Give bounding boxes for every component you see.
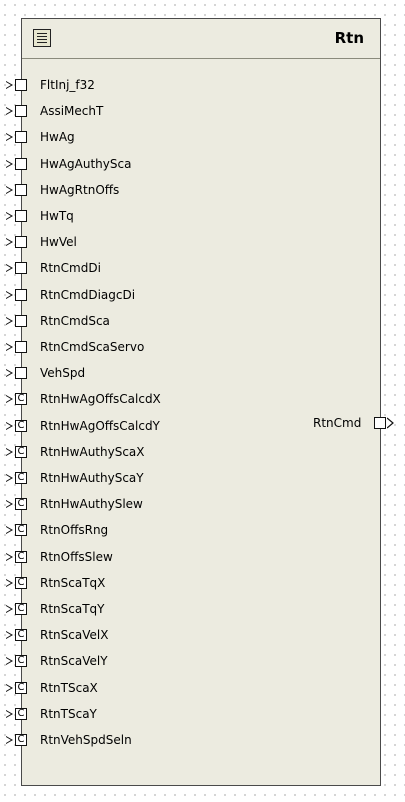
- port-box[interactable]: C: [15, 445, 27, 458]
- port-arrow-icon: [6, 369, 13, 378]
- port-arrow-icon: [6, 290, 13, 299]
- port-label: RtnScaVelX: [40, 628, 109, 643]
- port-box[interactable]: [15, 367, 27, 380]
- port-label: RtnHwAuthyScaX: [40, 444, 145, 459]
- port-arrow-icon: [6, 264, 13, 273]
- port-box[interactable]: C: [15, 629, 27, 642]
- port-label: VehSpd: [40, 366, 86, 381]
- calibration-marker: C: [17, 550, 25, 562]
- port-arrow-icon: [6, 238, 13, 247]
- output-port-box[interactable]: [374, 417, 386, 429]
- port-box[interactable]: C: [15, 419, 27, 432]
- port-arrow-icon: [6, 107, 13, 116]
- port-arrow-icon: [6, 552, 13, 561]
- port-label: RtnTScaX: [40, 680, 98, 695]
- port-arrow-icon: [6, 185, 13, 194]
- port-label: RtnScaTqX: [40, 575, 106, 590]
- port-arrow-icon: [6, 736, 13, 744]
- calibration-marker: C: [17, 655, 25, 667]
- port-arrow-icon: [6, 657, 13, 666]
- port-label: HwAgRtnOffs: [40, 182, 120, 197]
- port-label: HwAgAuthySca: [40, 156, 132, 171]
- port-box[interactable]: C: [15, 472, 27, 484]
- port-arrow-icon: [6, 316, 13, 325]
- port-box[interactable]: [15, 105, 27, 118]
- port-arrow-icon: [6, 421, 13, 430]
- port-arrow-icon: [6, 605, 13, 613]
- calibration-marker: C: [17, 393, 25, 405]
- port-label: RtnTScaY: [40, 706, 97, 721]
- port-arrow-icon: [6, 133, 13, 142]
- port-box[interactable]: C: [15, 550, 27, 563]
- subsystem-block[interactable]: Rtn: [21, 18, 381, 786]
- port-label: HwTq: [40, 209, 74, 223]
- port-arrow-icon: [6, 631, 13, 640]
- port-label: RtnHwAuthyScaY: [40, 471, 144, 485]
- port-box[interactable]: [15, 183, 27, 196]
- port-box[interactable]: [15, 210, 27, 222]
- list-icon: [33, 29, 51, 47]
- port-label: RtnHwAgOffsCalcdY: [40, 418, 160, 433]
- port-label: RtnScaTqY: [40, 602, 105, 616]
- port-label: RtnCmdDi: [40, 261, 101, 276]
- port-label: RtnHwAgOffsCalcdX: [40, 392, 161, 407]
- calibration-marker: C: [17, 681, 25, 693]
- port-arrow-icon: [6, 395, 13, 404]
- calibration-marker: C: [17, 707, 25, 719]
- port-arrow-icon: [6, 81, 13, 89]
- port-box[interactable]: [15, 314, 27, 327]
- port-arrow-icon: [6, 683, 13, 692]
- port-box[interactable]: C: [15, 707, 27, 720]
- port-box[interactable]: [15, 262, 27, 275]
- port-arrow-icon: [6, 500, 13, 509]
- output-port-arrow-icon: [387, 417, 394, 429]
- port-label: RtnVehSpdSeln: [40, 733, 132, 747]
- port-label: RtnCmdDiagcDi: [40, 287, 136, 302]
- port-box[interactable]: [15, 236, 27, 249]
- calibration-marker: C: [17, 576, 25, 588]
- port-label: RtnCmdScaServo: [40, 340, 145, 354]
- calibration-marker: C: [17, 498, 25, 510]
- port-box[interactable]: C: [15, 576, 27, 589]
- port-box[interactable]: [15, 288, 27, 301]
- port-arrow-icon: [6, 474, 13, 482]
- calibration-marker: C: [17, 524, 25, 536]
- calibration-marker: C: [17, 419, 25, 431]
- calibration-marker: C: [17, 472, 25, 483]
- calibration-marker: C: [17, 734, 25, 745]
- port-box[interactable]: [15, 131, 27, 144]
- port-label: HwVel: [40, 235, 77, 250]
- port-box[interactable]: [15, 157, 27, 170]
- calibration-marker: C: [17, 445, 25, 457]
- port-label: RtnOffsSlew: [40, 549, 113, 564]
- port-label: AssiMechT: [40, 104, 104, 119]
- port-label: RtnHwAuthySlew: [40, 497, 143, 512]
- port-box[interactable]: C: [15, 734, 27, 746]
- port-box[interactable]: C: [15, 498, 27, 511]
- port-arrow-icon: [6, 212, 13, 220]
- output-port-label: RtnCmd: [313, 416, 362, 430]
- port-arrow-icon: [6, 526, 13, 535]
- port-arrow-icon: [6, 447, 13, 456]
- port-arrow-icon: [6, 578, 13, 587]
- port-box[interactable]: [15, 341, 27, 353]
- port-label: RtnCmdSca: [40, 313, 110, 328]
- port-box[interactable]: C: [15, 655, 27, 668]
- port-arrow-icon: [6, 343, 13, 351]
- port-box[interactable]: [15, 79, 27, 91]
- port-arrow-icon: [6, 159, 13, 168]
- port-box[interactable]: C: [15, 681, 27, 694]
- block-title: Rtn: [334, 29, 364, 47]
- port-box[interactable]: C: [15, 524, 27, 537]
- block-header: Rtn: [22, 19, 380, 59]
- port-arrow-icon: [6, 709, 13, 718]
- port-label: RtnOffsRng: [40, 523, 109, 538]
- port-label: RtnScaVelY: [40, 654, 108, 669]
- calibration-marker: C: [17, 629, 25, 641]
- calibration-marker: C: [17, 603, 25, 614]
- port-label: HwAg: [40, 130, 75, 145]
- port-box[interactable]: C: [15, 603, 27, 615]
- port-label: FltInj_f32: [40, 78, 95, 92]
- port-box[interactable]: C: [15, 393, 27, 406]
